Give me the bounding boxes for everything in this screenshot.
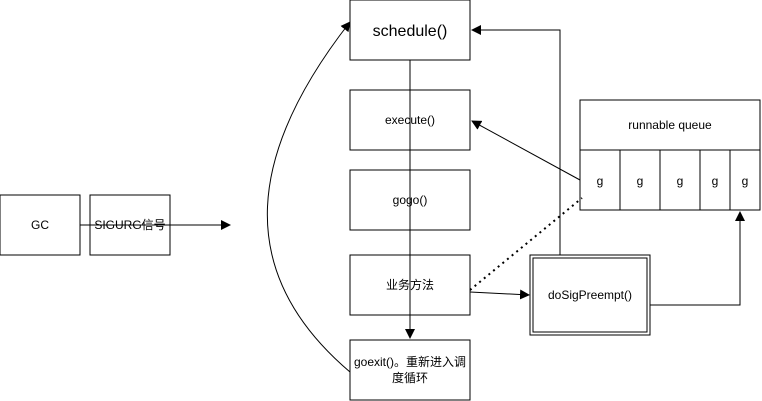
- schedule-label: schedule(): [373, 23, 448, 40]
- reschedule-arrow: [471, 25, 561, 255]
- queue-slot: [579, 149, 621, 211]
- gc-label: GC: [31, 218, 49, 232]
- goexit-label-line2: 度循环: [392, 370, 428, 385]
- queue-slot-label: g: [597, 174, 604, 188]
- goexit-node: goexit()。重新进入调 度循环: [349, 339, 471, 401]
- queue-slot-label: g: [712, 174, 719, 188]
- queue-slot: [729, 149, 761, 211]
- goexit-label-line1: goexit()。重新进入调: [354, 354, 466, 369]
- queue-slot: [619, 149, 661, 211]
- queue-slot: [659, 149, 701, 211]
- queue-slot-label: g: [637, 174, 644, 188]
- queue-slot-label: g: [742, 174, 749, 188]
- queue-slot: [699, 149, 731, 211]
- dequeue-arrow: [471, 120, 581, 181]
- schedule-node: schedule(): [349, 0, 471, 61]
- loop-back-arrow: [267, 21, 351, 373]
- queue-slot-label: g: [677, 174, 684, 188]
- preempt-arrow: [469, 289, 530, 300]
- runnable-queue-label: runnable queue: [628, 118, 712, 132]
- dosigpreempt-label: doSigPreempt(): [548, 288, 632, 302]
- runnable-queue-node: runnable queue g g g g g: [579, 99, 761, 211]
- dotted-link: [469, 197, 583, 291]
- gc-node: GC: [0, 194, 81, 256]
- dosigpreempt-node: doSigPreempt(): [529, 254, 651, 336]
- enqueue-arrow: [650, 211, 745, 306]
